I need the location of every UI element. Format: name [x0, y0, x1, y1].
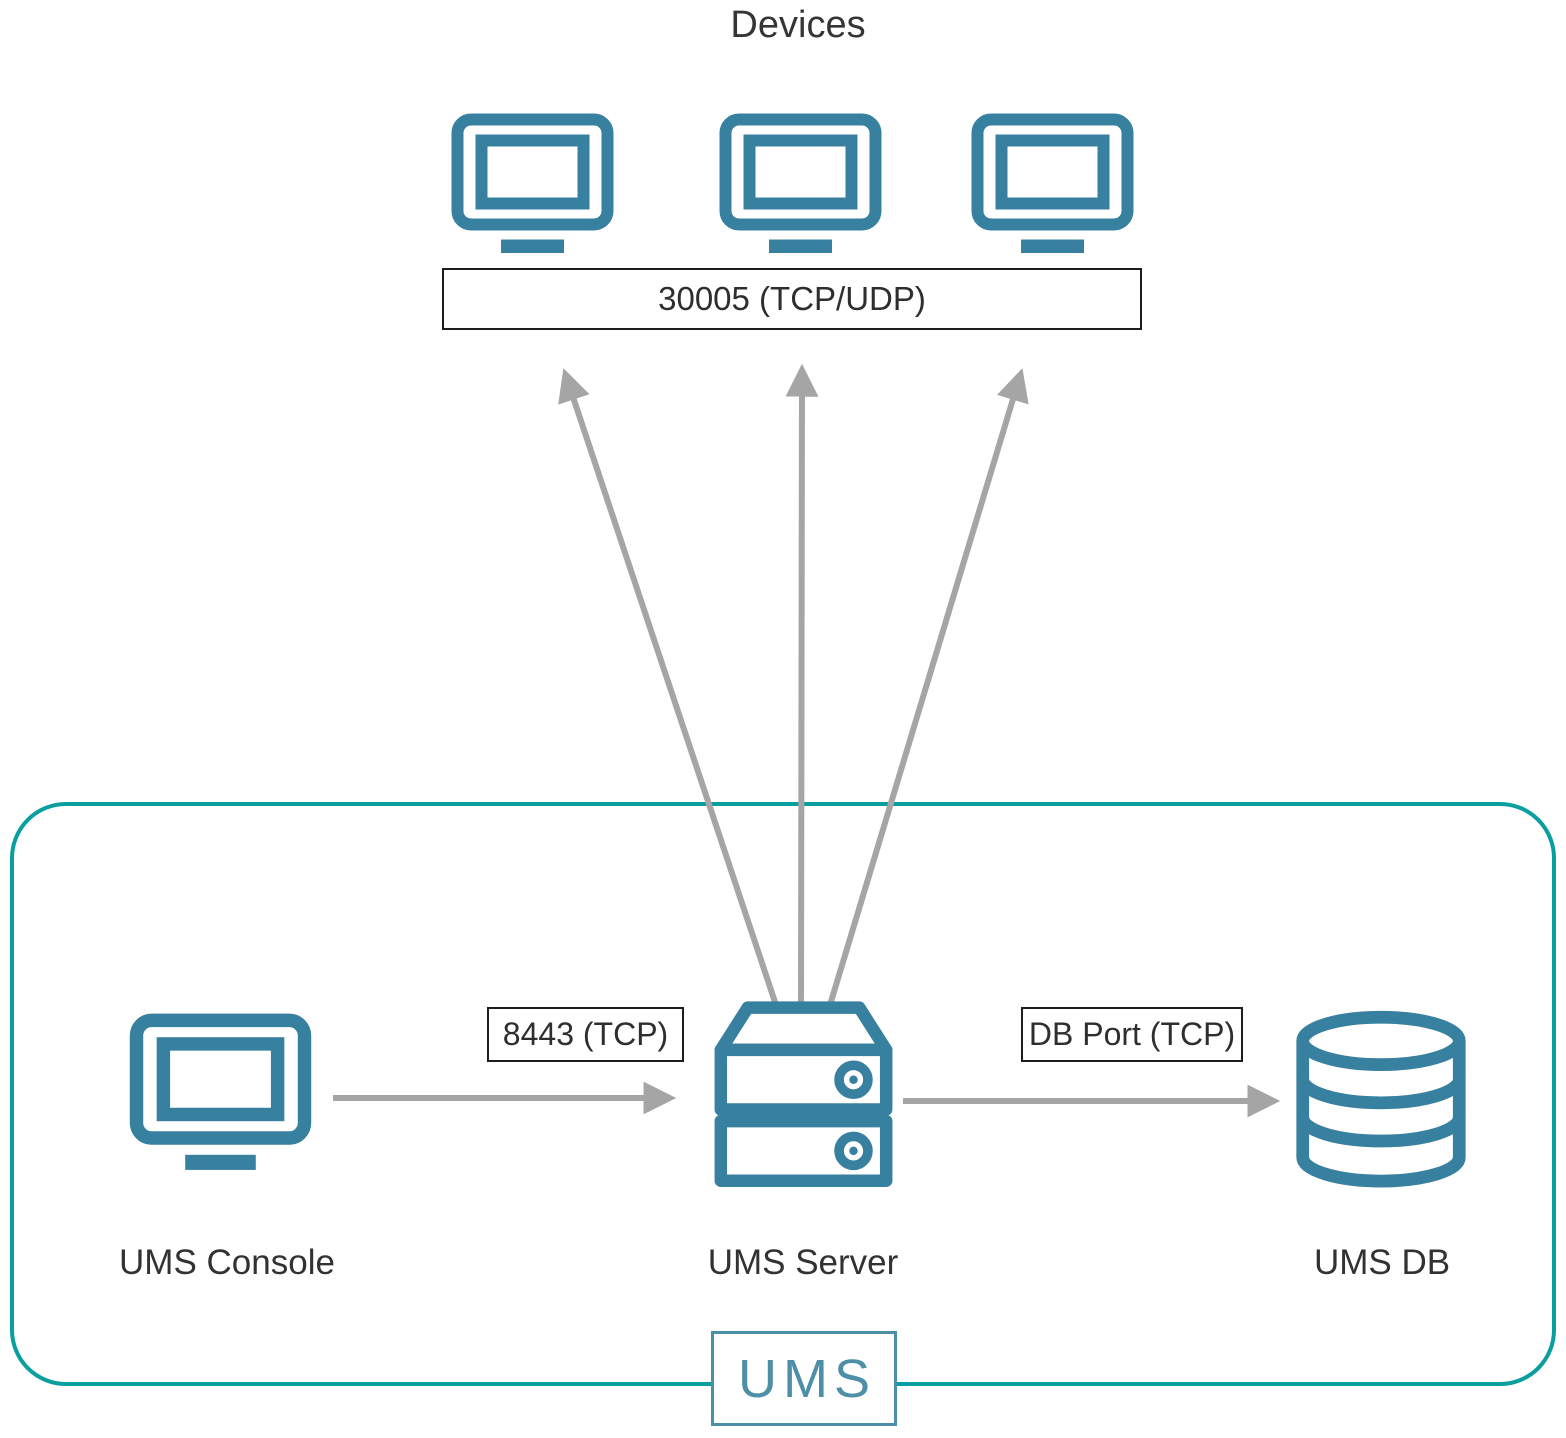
devices-port-box: 30005 (TCP/UDP): [442, 268, 1142, 330]
ums-db-icon: [1290, 1010, 1472, 1192]
ums-logo-text: UMS: [738, 1348, 876, 1409]
devices-title: Devices: [730, 4, 866, 46]
console-server-port-box: 8443 (TCP): [487, 1007, 684, 1062]
ums-logo: UMS: [711, 1331, 897, 1426]
device-monitor-icon-2: [718, 112, 883, 262]
ums-server-icon: [706, 998, 901, 1198]
ums-console-label: UMS Console: [119, 1243, 335, 1282]
ums-console-icon: [128, 1012, 313, 1180]
server-db-port-box: DB Port (TCP): [1021, 1007, 1243, 1062]
device-monitor-icon-1: [450, 112, 615, 262]
device-monitor-icon-3: [970, 112, 1135, 262]
ums-server-label: UMS Server: [707, 1243, 899, 1282]
ums-db-label: UMS DB: [1313, 1243, 1451, 1282]
